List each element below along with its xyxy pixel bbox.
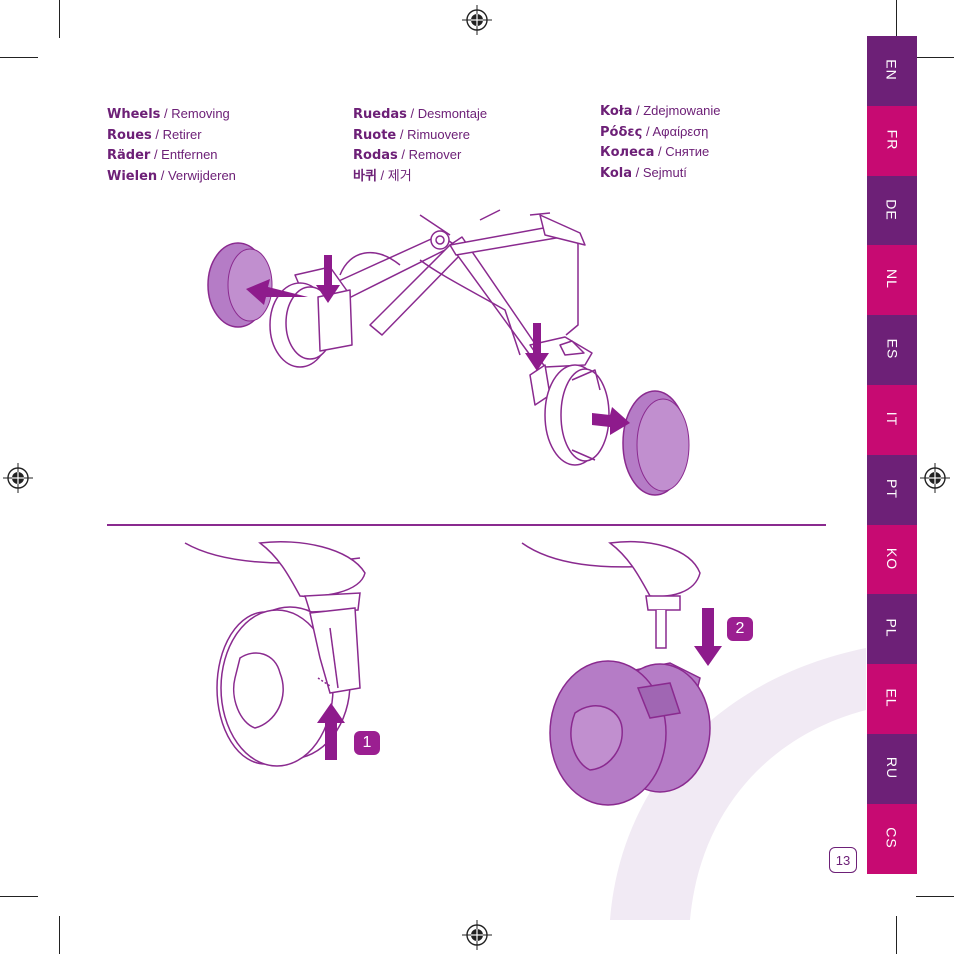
label-translation: / 제거 [376, 167, 412, 183]
tab-label: EN [883, 59, 900, 81]
language-line: Ruote / Rimuovere [353, 125, 487, 146]
tab-fr[interactable]: FR [867, 105, 917, 176]
stroller-frame-illustration [207, 209, 690, 496]
language-line: Roues / Retirer [107, 125, 236, 146]
label-bold: Roues [107, 127, 152, 143]
language-line: Koła / Zdejmowanie [600, 101, 721, 122]
label-translation: / Αφαίρεση [642, 123, 709, 139]
removed-wheel-left [207, 242, 273, 328]
tab-en[interactable]: EN [867, 36, 917, 106]
arrow-down-icon [316, 255, 340, 303]
tab-label: NL [884, 269, 900, 290]
language-line: Räder / Entfernen [107, 145, 236, 166]
crop-mark [0, 57, 38, 58]
arrow-left-icon [246, 279, 308, 305]
label-translation: / Verwijderen [157, 167, 236, 183]
arrow-down-icon [525, 323, 549, 371]
tab-label: CS [883, 827, 900, 849]
tab-es[interactable]: ES [867, 315, 917, 385]
tab-label: RU [883, 756, 900, 780]
arrow-down-icon [694, 608, 722, 666]
label-translation: / Снятие [654, 144, 710, 159]
language-line: Wielen / Verwijderen [107, 166, 236, 187]
crop-mark [896, 0, 897, 38]
tab-label: IT [883, 411, 900, 427]
language-line: Ρόδες / Αφαίρεση [600, 122, 721, 143]
crop-mark [59, 0, 60, 38]
tab-ko[interactable]: KO [867, 524, 917, 595]
tab-de[interactable]: DE [867, 175, 917, 246]
tab-cs[interactable]: CS [867, 803, 917, 874]
page-number: 13 [829, 847, 857, 873]
tab-pl[interactable]: PL [867, 594, 917, 665]
arrow-up-icon [317, 703, 345, 760]
tab-label: FR [883, 129, 900, 151]
tab-label: EL [884, 688, 900, 708]
tab-el[interactable]: EL [867, 664, 917, 734]
label-translation: / Desmontaje [406, 106, 488, 121]
detached-wheel [549, 660, 711, 806]
arrow-right-icon [592, 407, 630, 435]
language-line: Kola / Sejmutí [600, 163, 721, 184]
crop-mark [896, 916, 897, 954]
crop-mark [916, 57, 954, 58]
label-bold: Колеса [600, 145, 655, 160]
tab-label: KO [883, 547, 900, 570]
language-line: Колеса / Снятие [600, 142, 721, 163]
label-bold: Wheels [107, 107, 161, 122]
removed-wheel-right [622, 390, 690, 496]
step-badge-1: 1 [354, 731, 380, 755]
label-bold: Räder [107, 148, 151, 163]
crop-mark [916, 896, 954, 897]
label-translation: / Rimuovere [396, 126, 470, 142]
label-translation: / Removing [160, 106, 230, 121]
step2-illustration [521, 541, 722, 806]
tab-label: PT [883, 478, 900, 499]
registration-mark-left [3, 463, 33, 493]
label-translation: / Sejmutí [632, 164, 687, 180]
registration-mark-right [920, 463, 950, 493]
tab-label: PL [884, 618, 900, 638]
label-bold: Ρόδες [600, 124, 643, 140]
crop-mark [59, 916, 60, 954]
label-bold: Wielen [107, 168, 158, 184]
label-bold: Kola [600, 165, 633, 181]
language-line: Ruedas / Desmontaje [353, 104, 487, 125]
label-translation: / Entfernen [150, 147, 218, 162]
languages-column-1: Wheels / Removing Roues / Retirer Räder … [107, 104, 236, 186]
language-line: 바퀴 / 제거 [353, 166, 487, 187]
language-tabs: EN FR DE NL ES IT PT KO PL EL RU CS [867, 36, 917, 874]
label-translation: / Retirer [151, 126, 202, 142]
language-line: Wheels / Removing [107, 104, 236, 125]
label-translation: / Zdejmowanie [632, 103, 721, 118]
label-bold: Ruote [353, 127, 397, 143]
background-swoosh [610, 648, 866, 920]
section-divider [107, 524, 826, 526]
tab-it[interactable]: IT [867, 384, 917, 455]
language-line: Rodas / Remover [353, 145, 487, 166]
step-badge-2: 2 [727, 617, 753, 641]
tab-pt[interactable]: PT [867, 454, 917, 525]
tab-nl[interactable]: NL [867, 245, 917, 316]
label-bold: Ruedas [353, 107, 407, 122]
languages-column-3: Koła / Zdejmowanie Ρόδες / Αφαίρεση Коле… [600, 101, 721, 183]
languages-column-2: Ruedas / Desmontaje Ruote / Rimuovere Ro… [353, 104, 487, 186]
step1-illustration [184, 541, 366, 767]
label-bold: Koła [600, 104, 633, 119]
label-bold: Rodas [353, 148, 398, 163]
tab-label: DE [883, 198, 900, 221]
crop-mark [0, 896, 38, 897]
tab-label: ES [884, 338, 900, 360]
tab-ru[interactable]: RU [867, 733, 917, 804]
registration-mark-bottom [462, 920, 492, 950]
label-translation: / Remover [397, 147, 462, 162]
label-bold: 바퀴 [353, 168, 377, 184]
registration-mark-top [462, 5, 492, 35]
